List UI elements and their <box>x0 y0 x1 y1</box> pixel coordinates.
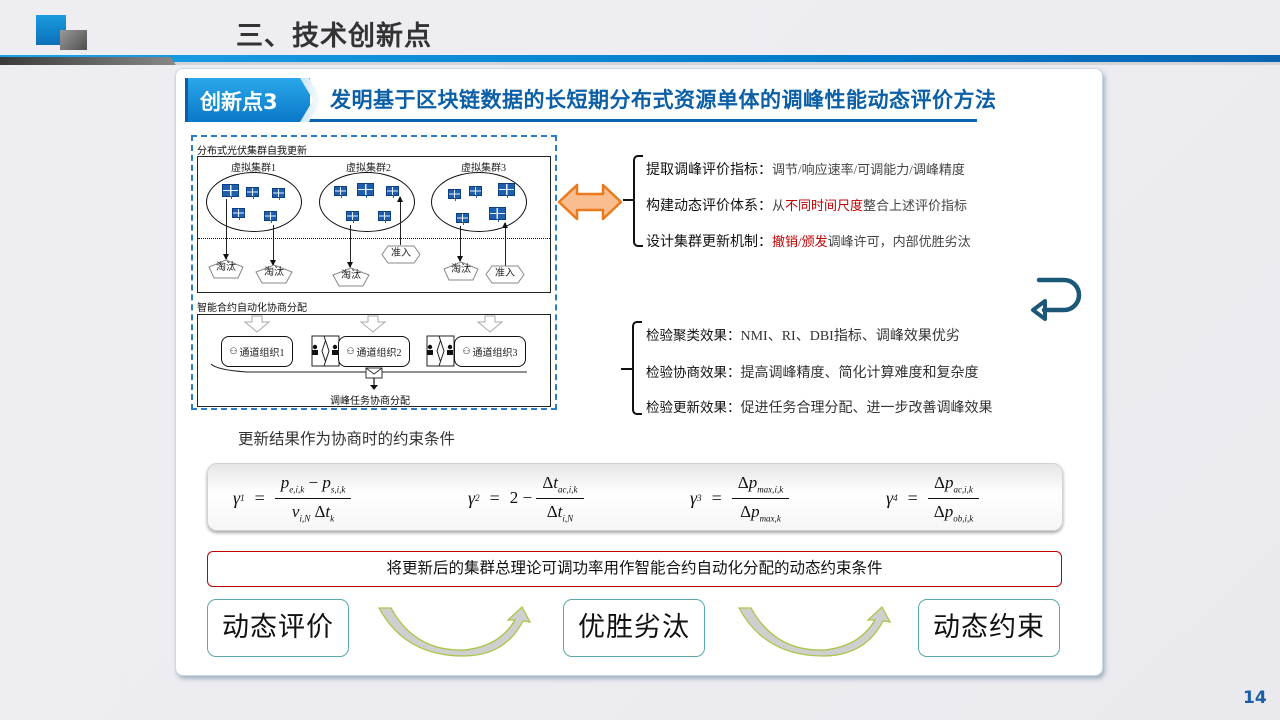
solar-panel-icon <box>448 189 461 201</box>
flow-step-dynamic-constraint: 动态约束 <box>918 599 1060 657</box>
diagram-frame <box>191 135 557 410</box>
verification-item: 检验聚类效果：NMI、RI、DBI指标、调峰效果优劣 <box>646 328 960 344</box>
curved-arrow-icon <box>377 605 532 657</box>
lower-bracket <box>632 321 642 415</box>
solar-panel-icon <box>346 211 359 223</box>
header-divider-light <box>0 62 1280 65</box>
innovation-tag: 创新点3 <box>185 78 310 122</box>
solar-panel-icon <box>386 186 399 198</box>
highlight-text: 不同时间尺度 <box>785 198 864 213</box>
solar-panel-icon <box>378 211 391 223</box>
exit-arrow <box>346 225 354 268</box>
admit-node: 准入 <box>485 265 525 284</box>
page-number: 14 <box>1243 688 1267 708</box>
solar-panel-icon <box>222 184 239 199</box>
header-divider-dark <box>0 57 176 65</box>
cluster-ellipse <box>319 172 415 232</box>
pentagon-shape <box>255 264 293 284</box>
diagram-top-label: 分布式光伏集群自我更新 <box>197 146 307 157</box>
exit-arrow <box>456 226 464 262</box>
heading-underline <box>310 119 977 122</box>
solar-panel-icon <box>264 211 277 223</box>
exit-arrow <box>222 199 230 260</box>
exit-arrow <box>269 225 277 266</box>
cluster-title: 虚拟集群1 <box>231 163 276 174</box>
upper-bracket <box>633 155 643 247</box>
boundary-line <box>198 238 550 239</box>
double-arrow-icon <box>557 183 623 221</box>
allocation-label: 调峰任务协商分配 <box>330 396 410 407</box>
group-icon: ⚇ <box>229 346 238 356</box>
contract-flow-graphics <box>210 315 527 390</box>
pentagon-shape <box>443 261 479 281</box>
solar-panel-icon <box>357 183 374 198</box>
eliminate-node: 淘汰 <box>443 261 479 281</box>
header-divider-blue <box>0 55 1280 62</box>
bullet-item: 设计集群更新机制：撤销/颁发调峰许可，内部优胜劣汰 <box>646 234 971 250</box>
group-icon: ⚇ <box>346 346 355 356</box>
bullet-item: 构建动态评价体系：从不同时间尺度整合上述评价指标 <box>646 198 968 214</box>
logo-gray-square <box>60 30 87 50</box>
channel-org-1: ⚇ 通道组织1 <box>221 336 293 367</box>
verification-item: 检验协商效果：提高调峰精度、简化计算难度和复杂度 <box>646 365 979 381</box>
solar-panel-icon <box>469 186 482 198</box>
channel-org-3: ⚇ 通道组织3 <box>454 336 526 367</box>
highlight-text: 撤销/颁发 <box>772 234 828 249</box>
group-icon: ⚇ <box>462 346 471 356</box>
dynamic-constraint-note: 将更新后的集群总理论可调功率用作智能合约自动化分配的动态约束条件 <box>207 551 1062 587</box>
cluster-title: 虚拟集群3 <box>461 163 506 174</box>
eliminate-node: 淘汰 <box>208 259 244 279</box>
flow-step-dynamic-evaluation: 动态评价 <box>207 599 349 657</box>
eliminate-node: 淘汰 <box>255 264 293 284</box>
solar-panel-icon <box>498 183 515 198</box>
eliminate-node: 淘汰 <box>332 267 370 287</box>
verification-item: 检验更新效果：促进任务合理分配、进一步改善调峰效果 <box>646 400 993 416</box>
channel-org-2: ⚇ 通道组织2 <box>338 336 410 367</box>
enter-arrow <box>501 222 509 268</box>
hexagon-shape <box>485 265 525 284</box>
cluster-title: 虚拟集群2 <box>346 163 391 174</box>
solar-panel-icon <box>246 187 259 199</box>
diagram-bottom-label: 智能合约自动化协商分配 <box>197 303 307 314</box>
constraint-caption: 更新结果作为协商时的约束条件 <box>238 430 456 448</box>
admit-node: 准入 <box>381 245 421 264</box>
page-title: 三、技术创新点 <box>236 21 432 52</box>
hexagon-shape <box>381 245 421 264</box>
bracket-tick <box>623 199 635 201</box>
pentagon-shape <box>332 267 370 287</box>
return-arrow-icon <box>1031 277 1082 321</box>
section-heading: 发明基于区块链数据的长短期分布式资源单体的调峰性能动态评价方法 <box>330 88 997 112</box>
bullet-item: 提取调峰评价指标：调节/响应速率/可调能力/调峰精度 <box>646 162 965 178</box>
bracket-tick <box>621 368 633 370</box>
solar-panel-icon <box>456 213 469 225</box>
solar-panel-icon <box>232 208 245 220</box>
flow-step-survival-of-fittest: 优胜劣汰 <box>563 599 705 657</box>
formula-bar <box>207 463 1063 531</box>
solar-panel-icon <box>489 207 506 222</box>
pentagon-shape <box>208 259 244 279</box>
curved-arrow-icon <box>737 605 892 657</box>
cluster-ellipse <box>431 172 527 232</box>
enter-arrow <box>396 196 404 245</box>
solar-panel-icon <box>334 186 347 198</box>
cluster-ellipse <box>206 172 302 232</box>
solar-panel-icon <box>272 188 285 200</box>
